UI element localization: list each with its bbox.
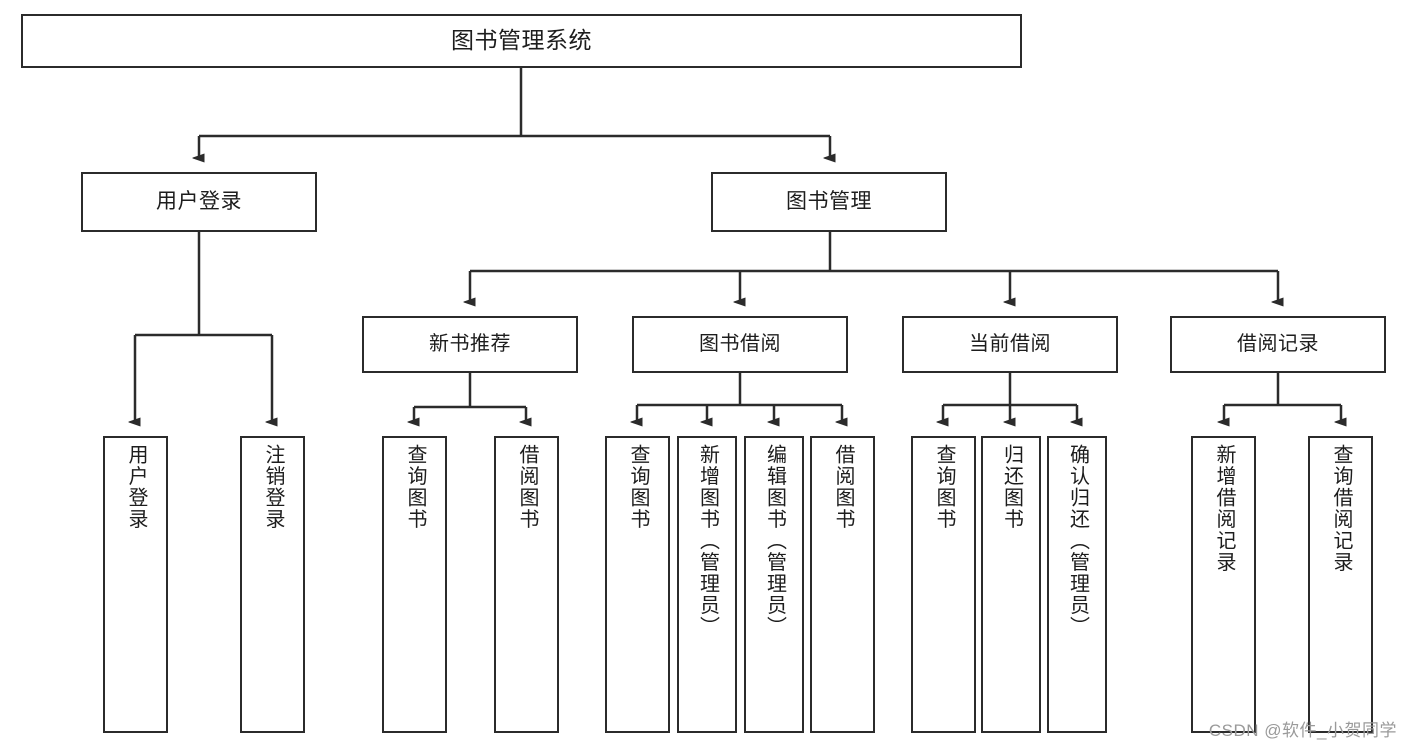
- node-label: 查询图书: [627, 444, 649, 530]
- leaf-borrow-add-book-admin[interactable]: 新增图书（管理员）: [677, 436, 737, 733]
- node-label: 查询借阅记录: [1330, 444, 1352, 573]
- leaf-borrow-edit-book-admin[interactable]: 编辑图书（管理员）: [744, 436, 804, 733]
- node-current-borrow[interactable]: 当前借阅: [902, 316, 1118, 373]
- leaf-borrow-query-book[interactable]: 查询图书: [605, 436, 670, 733]
- node-label: 确认归还（管理员）: [1066, 444, 1089, 638]
- csdn-watermark: CSDN @软件_小贺同学: [1208, 721, 1397, 740]
- node-label: 借阅图书: [832, 444, 854, 530]
- leaf-current-query-book[interactable]: 查询图书: [911, 436, 976, 733]
- node-book-management[interactable]: 图书管理: [711, 172, 947, 232]
- node-label: 借阅图书: [516, 444, 538, 530]
- node-label: 注销登录: [262, 444, 284, 530]
- leaf-record-add-record[interactable]: 新增借阅记录: [1191, 436, 1256, 733]
- node-new-book-recommend[interactable]: 新书推荐: [362, 316, 578, 373]
- leaf-record-query-record[interactable]: 查询借阅记录: [1308, 436, 1373, 733]
- node-book-borrow[interactable]: 图书借阅: [632, 316, 848, 373]
- node-label: 图书管理: [786, 189, 872, 213]
- leaf-recommend-query-book[interactable]: 查询图书: [382, 436, 447, 733]
- node-label: 编辑图书（管理员）: [763, 444, 786, 638]
- node-root-system[interactable]: 图书管理系统: [21, 14, 1022, 68]
- node-user-login[interactable]: 用户登录: [81, 172, 317, 232]
- node-label: 新增图书（管理员）: [696, 444, 719, 638]
- node-label: 新书推荐: [429, 332, 511, 355]
- node-label: 借阅记录: [1237, 332, 1319, 355]
- node-label: 查询图书: [404, 444, 426, 530]
- node-label: 用户登录: [125, 444, 147, 530]
- leaf-recommend-borrow-book[interactable]: 借阅图书: [494, 436, 559, 733]
- node-label: 当前借阅: [969, 332, 1051, 355]
- leaf-borrow-borrow-book[interactable]: 借阅图书: [810, 436, 875, 733]
- node-label: 图书借阅: [699, 332, 781, 355]
- node-label: 用户登录: [156, 189, 242, 213]
- node-label: 新增借阅记录: [1213, 444, 1235, 573]
- leaf-current-return-book[interactable]: 归还图书: [981, 436, 1041, 733]
- node-label: 归还图书: [1000, 444, 1023, 530]
- node-label: 图书管理系统: [451, 27, 592, 54]
- leaf-user-login-logout[interactable]: 注销登录: [240, 436, 305, 733]
- node-label: 查询图书: [933, 444, 955, 530]
- leaf-user-login-login[interactable]: 用户登录: [103, 436, 168, 733]
- node-borrow-record[interactable]: 借阅记录: [1170, 316, 1386, 373]
- leaf-current-confirm-return-admin[interactable]: 确认归还（管理员）: [1047, 436, 1107, 733]
